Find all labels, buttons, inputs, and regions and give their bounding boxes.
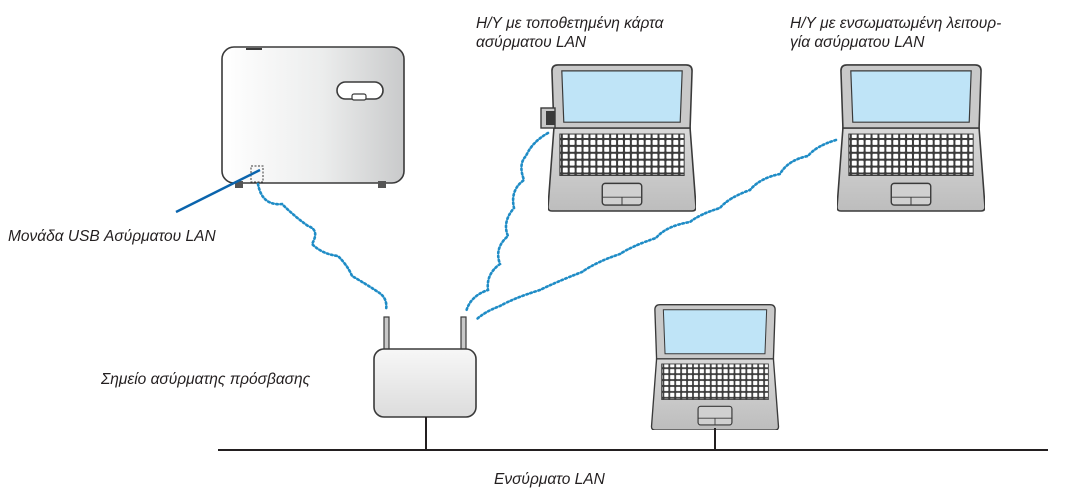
pc-wireless-card-label-line1: Η/Υ με τοποθετημένη κάρτα <box>476 15 664 32</box>
usb-leader-line <box>175 168 261 214</box>
access-point <box>373 316 477 450</box>
access-point-label: Σημείο ασύρματης πρόσβασης <box>101 371 311 388</box>
laptop-builtin-wireless <box>837 64 985 212</box>
pc-wireless-card-label-line2: ασύρματου LAN <box>476 34 587 51</box>
pc-builtin-wireless-label-line1: Η/Υ με ενσωματωμένη λειτουρ- <box>790 15 1002 32</box>
pc-builtin-wireless-label: Η/Υ με ενσωματωμένη λειτουρ- γία ασύρματ… <box>790 14 1001 52</box>
projector <box>221 46 405 188</box>
pc-builtin-wireless-label-line2: γία ασύρματου LAN <box>790 34 925 51</box>
wireless-link-pc-card <box>464 131 550 314</box>
pc-wireless-card-label: Η/Υ με τοποθετημένη κάρτα ασύρματου LAN <box>476 14 663 52</box>
wired-lan-label: Ενσύρματο LAN <box>494 471 605 488</box>
laptop-wired <box>650 303 780 450</box>
laptop-wireless-card <box>540 64 696 212</box>
wireless-link-pc-builtin <box>474 138 838 322</box>
wireless-links <box>256 131 838 322</box>
usb-module-label: Μονάδα USB Ασύρματου LAN <box>8 228 216 245</box>
wireless-link-projector <box>256 182 388 312</box>
